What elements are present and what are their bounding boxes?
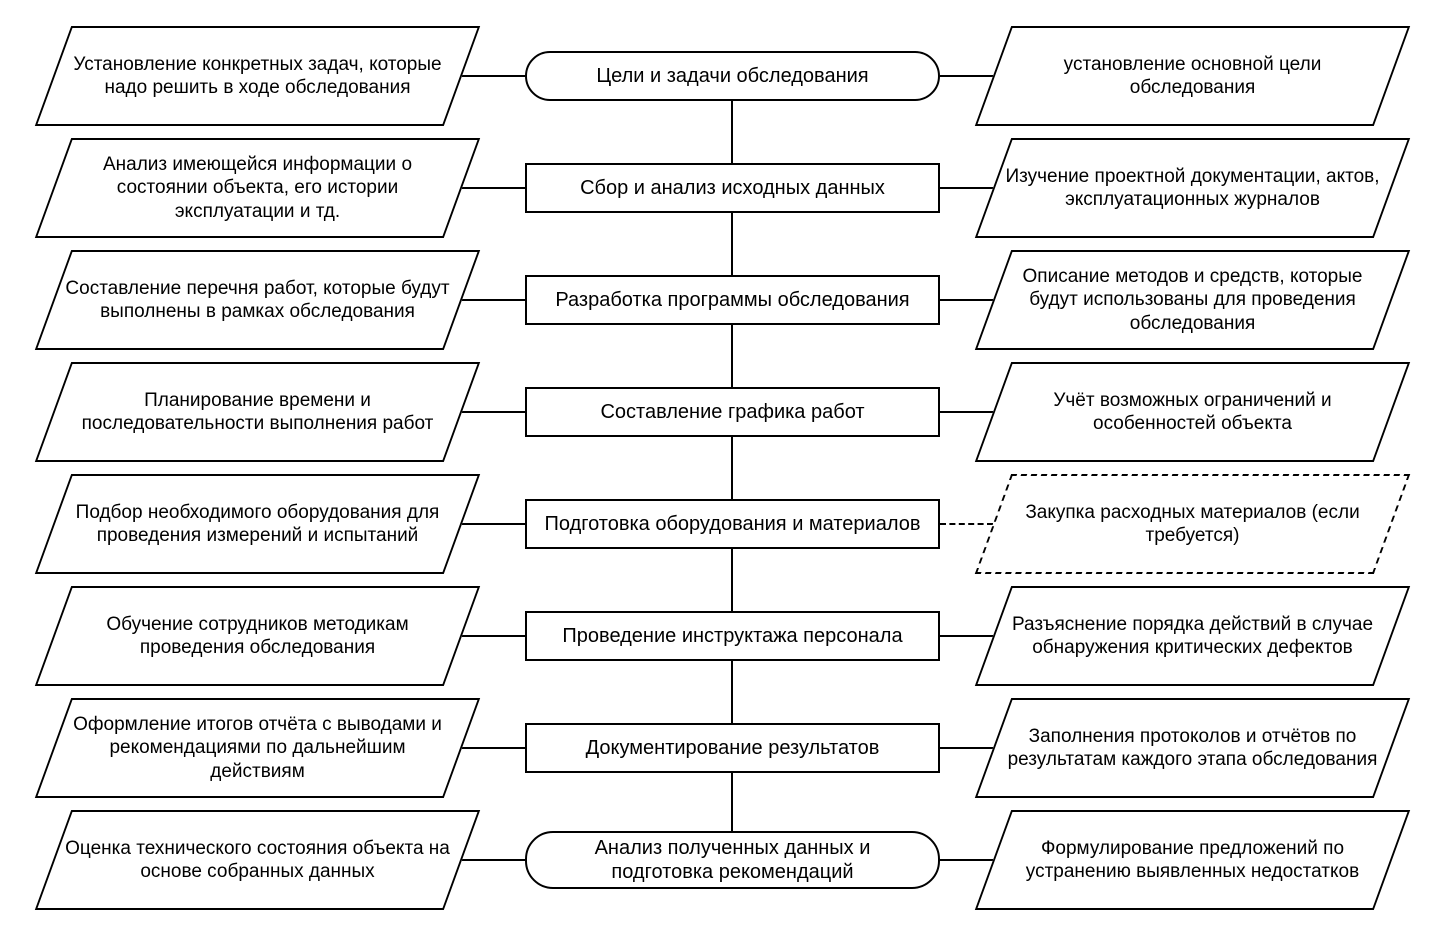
connector-left-8: [462, 859, 525, 861]
flow-node-right-1: установление основной цели обследования: [975, 26, 1410, 126]
node-label: Установление конкретных задач, которые н…: [73, 53, 442, 98]
flow-node-left-2: Анализ имеющейся информации о состоянии …: [35, 138, 480, 238]
connector-left-2: [462, 187, 525, 189]
connector-right-6: [940, 635, 993, 637]
node-label: Планирование времени и последовательност…: [81, 389, 434, 434]
node-label: Анализ имеющейся информации о состоянии …: [102, 154, 413, 222]
node-label: Оценка технического состояния объекта на…: [65, 837, 450, 882]
connector-right-8: [940, 859, 993, 861]
node-label: Анализ полученных данных и подготовка ре…: [594, 837, 871, 883]
node-label: Подготовка оборудования и материалов: [544, 513, 921, 535]
connector-left-5: [462, 523, 525, 525]
flow-row-6: Обучение сотрудников методикам проведени…: [0, 580, 1441, 692]
node-label: Разъяснение порядка действий в случае об…: [1011, 613, 1374, 658]
flow-node-right-5-optional: Закупка расходных материалов (если требу…: [975, 474, 1410, 574]
flow-node-stage-6: Проведение инструктажа персонала: [525, 611, 940, 661]
flow-node-stage-2: Сбор и анализ исходных данных: [525, 163, 940, 213]
flow-row-5: Подбор необходимого оборудования для про…: [0, 468, 1441, 580]
flow-node-stage-5: Подготовка оборудования и материалов: [525, 499, 940, 549]
flow-node-stage-4: Составление графика работ: [525, 387, 940, 437]
node-label: Изучение проектной документации, актов, …: [1005, 165, 1380, 210]
connector-right-4: [940, 411, 993, 413]
connector-left-3: [462, 299, 525, 301]
node-label: Проведение инструктажа персонала: [562, 625, 903, 647]
flow-node-right-6: Разъяснение порядка действий в случае об…: [975, 586, 1410, 686]
flow-node-stage-3: Разработка программы обследования: [525, 275, 940, 325]
flow-node-left-5: Подбор необходимого оборудования для про…: [35, 474, 480, 574]
node-label: Учёт возможных ограничений и особенносте…: [1053, 389, 1332, 434]
connector-right-2: [940, 187, 993, 189]
flow-node-left-6: Обучение сотрудников методикам проведени…: [35, 586, 480, 686]
flow-node-left-4: Планирование времени и последовательност…: [35, 362, 480, 462]
node-label: Описание методов и средств, которые буду…: [1022, 266, 1363, 334]
connector-right-7: [940, 747, 993, 749]
flow-node-left-1: Установление конкретных задач, которые н…: [35, 26, 480, 126]
flow-node-right-2: Изучение проектной документации, актов, …: [975, 138, 1410, 238]
flow-node-left-8: Оценка технического состояния объекта на…: [35, 810, 480, 910]
flow-node-right-7: Заполнения протоколов и отчётов по резул…: [975, 698, 1410, 798]
node-label: Формулирование предложений по устранению…: [1025, 837, 1360, 882]
node-label: Закупка расходных материалов (если требу…: [1025, 501, 1360, 546]
flow-node-right-4: Учёт возможных ограничений и особенносте…: [975, 362, 1410, 462]
node-label: Составление графика работ: [600, 401, 865, 423]
flow-row-7: Оформление итогов отчёта с выводами и ре…: [0, 692, 1441, 804]
flow-row-8: Оценка технического состояния объекта на…: [0, 804, 1441, 916]
connector-left-4: [462, 411, 525, 413]
node-label: Подбор необходимого оборудования для про…: [75, 501, 440, 546]
flow-row-2: Анализ имеющейся информации о состоянии …: [0, 132, 1441, 244]
vertical-connector-line: [731, 76, 733, 860]
node-label: Разработка программы обследования: [555, 289, 910, 311]
connector-left-6: [462, 635, 525, 637]
flow-row-4: Планирование времени и последовательност…: [0, 356, 1441, 468]
flow-node-stage-8: Анализ полученных данных и подготовка ре…: [525, 831, 940, 889]
connector-right-1: [940, 75, 993, 77]
connector-left-1: [462, 75, 525, 77]
connector-right-5: [940, 523, 993, 525]
flow-row-3: Составление перечня работ, которые будут…: [0, 244, 1441, 356]
flow-node-right-8: Формулирование предложений по устранению…: [975, 810, 1410, 910]
node-label: установление основной цели обследования: [1063, 53, 1322, 98]
node-label: Сбор и анализ исходных данных: [580, 177, 885, 199]
node-label: Оформление итогов отчёта с выводами и ре…: [73, 714, 442, 782]
flow-node-right-3: Описание методов и средств, которые буду…: [975, 250, 1410, 350]
node-label: Заполнения протоколов и отчётов по резул…: [1007, 725, 1378, 770]
flow-node-left-7: Оформление итогов отчёта с выводами и ре…: [35, 698, 480, 798]
connector-left-7: [462, 747, 525, 749]
node-label: Цели и задачи обследования: [596, 65, 869, 87]
flow-node-stage-7: Документирование результатов: [525, 723, 940, 773]
flow-node-stage-1: Цели и задачи обследования: [525, 51, 940, 101]
flow-row-1: Установление конкретных задач, которые н…: [0, 20, 1441, 132]
node-label: Документирование результатов: [585, 737, 880, 759]
flow-node-left-3: Составление перечня работ, которые будут…: [35, 250, 480, 350]
node-label: Составление перечня работ, которые будут…: [65, 277, 450, 322]
connector-right-3: [940, 299, 993, 301]
node-label: Обучение сотрудников методикам проведени…: [106, 613, 409, 658]
